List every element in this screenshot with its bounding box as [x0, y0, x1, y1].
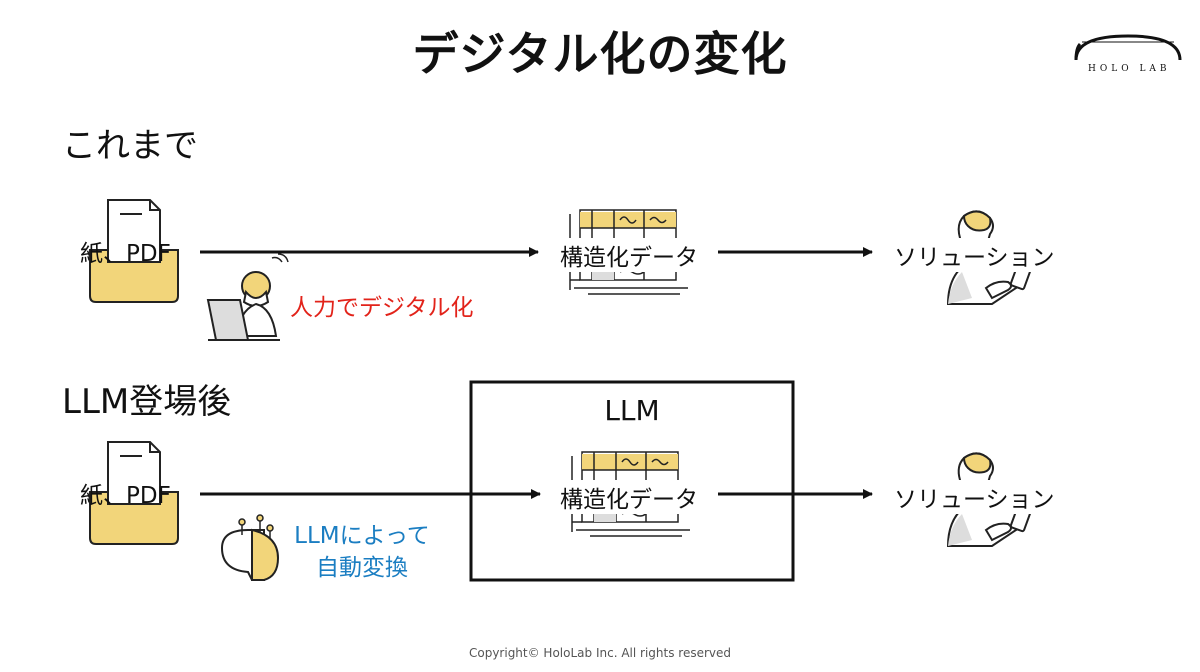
after-middle-label: 構造化データ [558, 480, 700, 514]
after-source-label: 紙、PDF [80, 483, 171, 509]
llm-box-title: LLM [604, 394, 660, 427]
after-heading: LLM登場後 [62, 382, 232, 422]
logo-text: HOLO LAB [1088, 64, 1171, 74]
ai-brain-icon [220, 514, 280, 581]
person-at-laptop-icon [206, 253, 289, 341]
before-middle-label: 構造化データ [558, 238, 700, 272]
after-target-label: ソリューション [892, 480, 1057, 514]
slide-title: デジタル化の変化 [412, 27, 788, 81]
after-process-line2: 自動変換 [316, 555, 408, 581]
llm-box [469, 380, 795, 582]
after-process-line1: LLMによって [294, 523, 430, 549]
before-heading: これまで [62, 126, 198, 166]
before-target-label: ソリューション [892, 238, 1057, 272]
holo-lab-logo [1074, 34, 1182, 61]
copyright-footer: Copyright© HoloLab Inc. All rights reser… [468, 646, 731, 660]
after-process-label: LLMによって 自動変換 [282, 520, 442, 584]
before-source-label: 紙、PDF [80, 241, 171, 267]
before-process-label: 人力でデジタル化 [290, 295, 474, 321]
